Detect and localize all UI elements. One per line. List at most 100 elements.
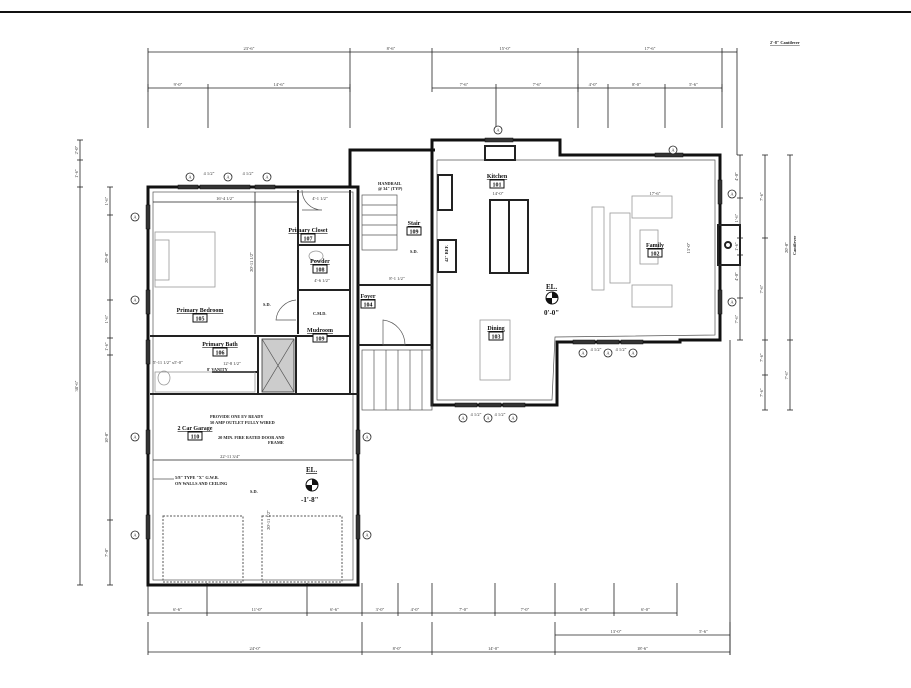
gwb-note-2: ON WALLS AND CEILING [175,481,228,486]
notes: HANDRAIL @ 34" (TYP) PROVIDE ONE EV READ… [153,40,800,504]
vanity-note: 8' VANITY [207,367,229,372]
window [145,289,151,315]
dimension-label: 7'-0" [104,548,109,557]
interior-dimension: 20'-11 1/2" [249,252,254,272]
cantilever-note: 2'-8" Cantilever [770,40,800,45]
dimension-label: 5'-6" [699,629,708,634]
handrail-note: HANDRAIL [378,181,402,186]
room-name: Primary Closet [288,228,327,234]
dimension-label: 9'-0" [174,82,183,87]
window-tag: A [130,432,140,442]
dimension-label: 1'-6" [734,214,739,223]
room-number: 104 [364,303,373,309]
stair [361,194,433,411]
window-tag: A [483,413,493,423]
window [484,137,514,143]
room-name: Dining [487,326,504,332]
window-tag: A [130,212,140,222]
room-name: Kitchen [487,174,508,180]
window [717,289,723,315]
dimension-label: 15'-0" [500,46,511,51]
dimension-label: 14'-6" [274,82,285,87]
fridge-note: 42" REF. [444,245,449,262]
window-tag-letter: A [461,416,465,421]
room-number: 105 [196,317,205,323]
ev-note: PROVIDE ONE EV READY [210,414,264,419]
dimension-label: 8'-0" [393,646,402,651]
garage-door-right [261,515,343,583]
interior-dimension: 8'-1 1/2" [389,276,405,281]
title-block-border [0,11,911,13]
dimension-label: 38'-6" [74,380,79,391]
window-spacing-label: 4 1/2" [495,412,506,417]
dimension-label: 1'-6" [734,242,739,251]
room-number: 101 [493,183,502,189]
window [717,179,723,205]
dimension-label: 13'-0" [611,629,622,634]
chair [631,284,673,308]
window-tag: A [185,172,195,182]
window [254,184,276,190]
interior-dimension: 12'-8 1/2" [223,361,241,366]
dimension-label: 7'-6" [759,192,764,201]
window [596,339,620,345]
window-tag: A [603,348,613,358]
window [145,339,151,365]
window-tag: A [262,172,272,182]
handrail-note-2: @ 34" (TYP) [378,186,403,191]
exterior-wall-great-room [430,138,722,407]
window-tag: A [578,348,588,358]
powder-sink [308,250,324,262]
gwb-note: 5/8" TYPE "X" G.W.B. [175,475,219,480]
room-labels: Kitchen101Family102Dining103Foyer104Prim… [177,174,664,441]
dimension-label: 6'-0" [580,607,589,612]
window-tag-letter: A [365,533,369,538]
window-tag-letter: A [496,128,500,133]
dimension-label: 7'-6" [533,82,542,87]
dimension-label: 20'-0" [784,242,789,253]
window [355,514,361,540]
room-number: 110 [191,435,200,441]
dimension-label: 7'-6" [759,353,764,362]
interior-dimension: 13'-0" [686,242,691,253]
window [199,184,251,190]
room-label: Primary Bedroom 105 [177,308,224,323]
room-name: Primary Bath [202,342,238,348]
window-tag-letter: A [133,298,137,303]
dimension-label: 7'-6" [759,285,764,294]
window-tag: A [628,348,638,358]
room-number: 108 [316,268,325,274]
dimension-label: 14'-0" [488,646,499,651]
window-tag: A [727,297,737,307]
window [355,429,361,455]
exterior-wall-left-wing [146,185,360,587]
dimension-label: 10'-0" [104,432,109,443]
room-number: 109 [410,230,419,236]
window [502,402,526,408]
exterior-wall-core [348,148,435,187]
window [145,429,151,455]
coffee-table [639,229,659,265]
garage-door-left [162,515,244,583]
room-name: Primary Bedroom [177,308,224,314]
window [478,402,502,408]
dimension-label: 18'-6" [637,646,648,651]
window-tag: A [458,413,468,423]
window [620,339,644,345]
dimension-label: 7'-6" [759,388,764,397]
window [145,514,151,540]
room-name: Mudroom [307,328,333,334]
smoke-detector-garage: S.D. [250,489,258,494]
window-tag-letter: A [631,351,635,356]
room-name: Family [646,243,664,249]
vanity [154,371,256,393]
fire-door-note: 20 MIN. FIRE RATED DOOR AND [218,435,285,440]
